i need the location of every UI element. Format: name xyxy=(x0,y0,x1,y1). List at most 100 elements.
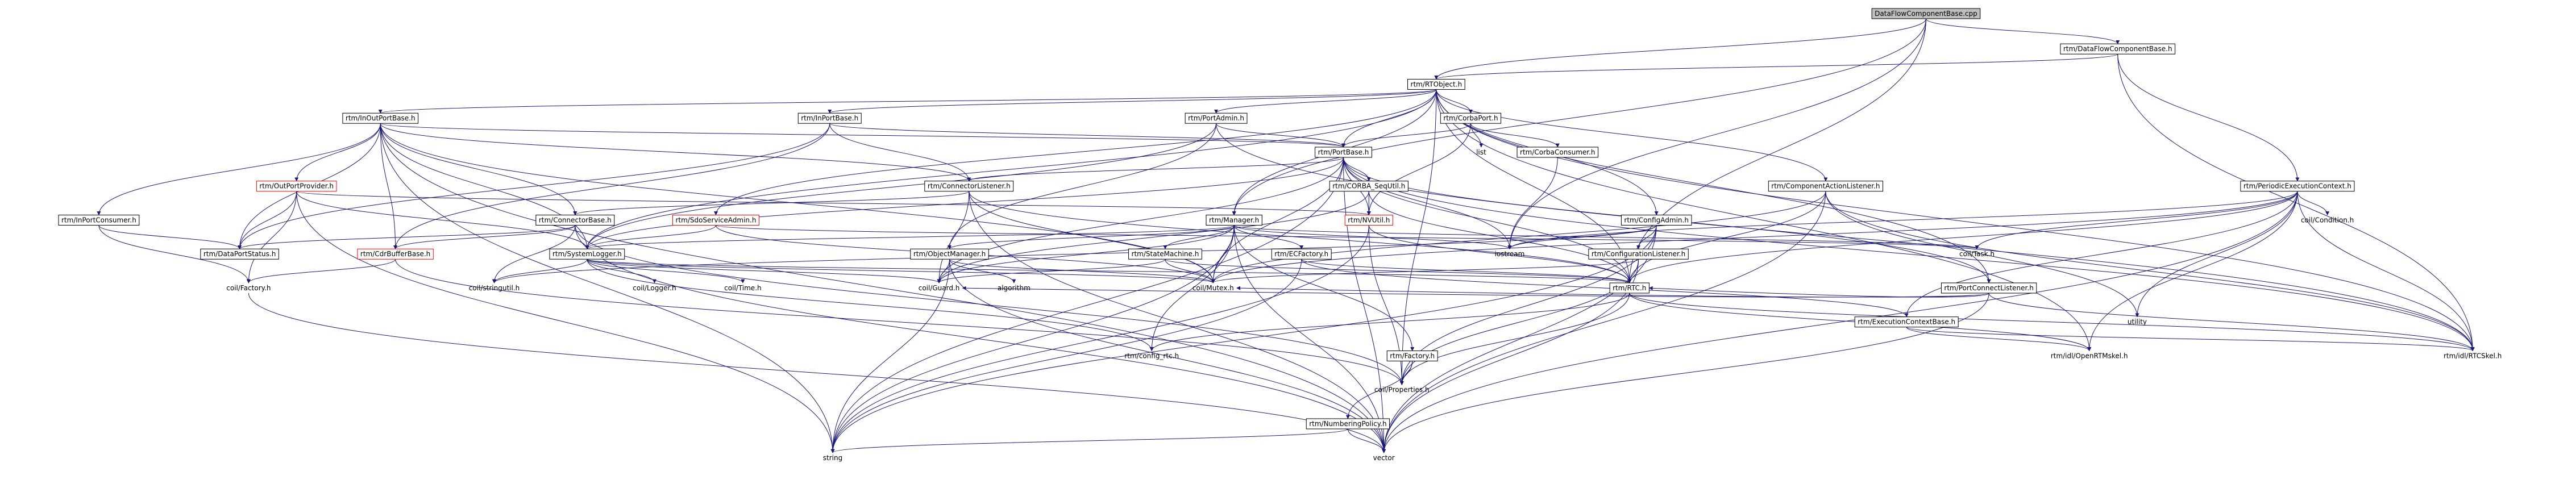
edge-portadmin-to-objectmanager xyxy=(948,123,1217,249)
node-manager[interactable]: rtm/Manager.h xyxy=(1206,214,1262,226)
edge-ecfactory-to-ecbase xyxy=(1301,259,1909,318)
node-openrthal: rtm/idl/OpenRTMskel.h xyxy=(2051,352,2128,360)
node-dfcb-h[interactable]: rtm/DataFlowComponentBase.h xyxy=(2060,43,2176,55)
node-box xyxy=(1941,282,2037,294)
node-box xyxy=(1516,147,1599,158)
node-label: rtm/NumberingPolicy.h xyxy=(1309,420,1386,428)
edge-periodicec-to-vector xyxy=(1382,191,2298,453)
node-portconnectlistener[interactable]: rtm/PortConnectListener.h xyxy=(1941,282,2037,294)
node-ecbase[interactable]: rtm/ExecutionContextBase.h xyxy=(1854,316,1959,328)
node-componentactionlistener[interactable]: rtm/ComponentActionListener.h xyxy=(1768,181,1884,192)
node-label: rtm/SystemLogger.h xyxy=(552,250,622,258)
node-coil-guard: coil/Guard.h xyxy=(919,284,960,292)
edge-corbaport-to-portbase xyxy=(1341,123,1471,148)
edge-connectorbase-to-vector xyxy=(575,225,1386,453)
node-label: rtm/config_rtc.h xyxy=(1124,352,1179,360)
edge-inoutportbase-to-inportconsumer xyxy=(97,123,381,216)
edge-coil_factory-to-vector xyxy=(248,293,1386,453)
edge-rtm_rtc-to-config_rtc xyxy=(1149,293,1630,352)
edge-manager-to-objectmanager xyxy=(948,225,1235,249)
edge-portbase-to-rtm_rtc xyxy=(1343,157,1632,283)
node-label: coil/Logger.h xyxy=(633,284,676,292)
node-periodicec[interactable]: rtm/PeriodicExecutionContext.h xyxy=(2240,181,2355,192)
edge-periodicec-to-utility xyxy=(2135,191,2298,318)
node-rtm-factory[interactable]: rtm/Factory.h xyxy=(1386,350,1438,361)
node-label: utility xyxy=(2128,318,2147,326)
edge-rtobject-to-rtcskel xyxy=(1436,89,2475,352)
edge-configlistener-to-coil_mutex xyxy=(1211,258,1639,283)
node-inoutportbase[interactable]: rtm/InOutPortBase.h xyxy=(342,112,419,124)
node-corbaconsumer[interactable]: rtm/CorbaConsumer.h xyxy=(1516,147,1599,158)
edge-corbaport-to-corbaconsumer xyxy=(1470,123,1560,148)
node-connectorlistener[interactable]: rtm/ConnectorListener.h xyxy=(924,181,1014,192)
node-string: string xyxy=(823,454,842,462)
node-label: iostream xyxy=(1495,250,1525,258)
node-label: rtm/ConfigurationListener.h xyxy=(1592,250,1685,258)
edge-inoutportbase-to-cdrbufferbase xyxy=(380,123,398,249)
edge-manager-to-coil_task xyxy=(1233,225,1979,249)
node-box xyxy=(200,248,279,260)
node-inportconsumer[interactable]: rtm/InPortConsumer.h xyxy=(58,214,140,226)
node-ecfactory[interactable]: rtm/ECFactory.h xyxy=(1271,248,1332,260)
node-statemachine[interactable]: rtm/StateMachine.h xyxy=(1128,248,1202,260)
node-label: rtm/ExecutionContextBase.h xyxy=(1858,318,1955,326)
node-connectorbase[interactable]: rtm/ConnectorBase.h xyxy=(535,214,615,226)
node-outportprovider[interactable]: rtm/OutPortProvider.h xyxy=(256,181,337,192)
edge-connectorbase-to-dataportstatus xyxy=(238,225,576,249)
edge-inoutportbase-to-portbase xyxy=(380,123,1345,148)
edge-systemlogger-to-coil_mutex xyxy=(587,258,1215,283)
edge-componentactionlistener-to-vector xyxy=(1382,191,1826,453)
node-inportbase[interactable]: rtm/InPortBase.h xyxy=(797,112,862,124)
node-configadmin[interactable]: rtm/ConfigAdmin.h xyxy=(1621,214,1692,226)
node-list: list xyxy=(1476,148,1486,156)
dependency-edges xyxy=(97,18,2475,453)
edge-nvutil-to-rtm_rtc xyxy=(1368,225,1632,283)
edge-rtm_factory-to-coil_properties xyxy=(1399,361,1413,385)
edge-dfcb_cpp-to-dfcb_h xyxy=(1925,18,2120,44)
node-rtcskel: rtm/idl/RTCSkel.h xyxy=(2444,352,2502,360)
edge-portconnectlistener-to-rtcskel xyxy=(1988,293,2475,352)
node-coil-condition: coil/Condition.h xyxy=(2301,216,2354,224)
node-dfcb-cpp[interactable]: DataFlowComponentBase.cpp xyxy=(1871,8,1981,19)
node-corbaport[interactable]: rtm/CorbaPort.h xyxy=(1440,112,1502,124)
node-corba-sequtil[interactable]: rtm/CORBA_SeqUtil.h xyxy=(1329,181,1409,192)
edge-cdrbufferbase-to-coil_properties xyxy=(395,259,1404,385)
node-objectmanager[interactable]: rtm/ObjectManager.h xyxy=(910,248,989,260)
edge-componentactionlistener-to-rtm_rtc xyxy=(1627,191,1826,283)
node-dataportstatus[interactable]: rtm/DataPortStatus.h xyxy=(200,248,279,260)
node-label: coil/Mutex.h xyxy=(1193,284,1234,292)
node-portbase[interactable]: rtm/PortBase.h xyxy=(1315,147,1372,158)
node-box xyxy=(1854,316,1959,328)
node-rtm-rtc[interactable]: rtm/RTC.h xyxy=(1609,282,1650,294)
edge-ecfactory-to-rtm_rtc xyxy=(1301,258,1632,283)
edge-dfcb_cpp-to-rtm_rtc xyxy=(1627,18,1926,283)
node-rtobject[interactable]: rtm/RTObject.h xyxy=(1407,78,1465,90)
edge-rtobject-to-openrthal xyxy=(1436,89,2092,352)
node-label: DataFlowComponentBase.cpp xyxy=(1875,10,1977,18)
edge-ecbase-to-rtcskel xyxy=(1906,327,2475,352)
node-systemlogger[interactable]: rtm/SystemLogger.h xyxy=(549,248,625,260)
edge-manager-to-config_rtc xyxy=(1149,225,1235,352)
node-label: rtm/PortBase.h xyxy=(1318,148,1369,156)
node-coil-logger: coil/Logger.h xyxy=(633,284,676,292)
node-label: rtm/DataFlowComponentBase.h xyxy=(2063,45,2172,53)
node-cdrbufferbase[interactable]: rtm/CdrBufferBase.h xyxy=(357,248,434,260)
edge-periodicec-to-rtcskel xyxy=(2297,191,2475,352)
edge-statemachine-to-coil_guard xyxy=(937,258,1166,283)
node-numberingpolicy[interactable]: rtm/NumberingPolicy.h xyxy=(1306,418,1390,429)
edge-corba_sequtil-to-rtm_rtc xyxy=(1368,191,1632,283)
node-box xyxy=(1206,214,1262,226)
edge-inportbase-to-connectorlistener xyxy=(829,123,971,182)
node-nvutil[interactable]: rtm/NVUtil.h xyxy=(1344,214,1393,226)
edge-portadmin-to-rtcskel xyxy=(1216,123,2475,352)
edge-inoutportbase-to-connectorlistener xyxy=(380,123,971,182)
node-sdoserviceadmin[interactable]: rtm/SdoServiceAdmin.h xyxy=(672,214,759,226)
edge-connectorlistener-to-coil_guard xyxy=(937,191,970,283)
node-label: rtm/idl/OpenRTMskel.h xyxy=(2051,352,2128,360)
node-vector: vector xyxy=(1373,454,1395,462)
node-label: rtm/CorbaConsumer.h xyxy=(1520,148,1596,156)
node-portadmin[interactable]: rtm/PortAdmin.h xyxy=(1185,112,1248,124)
node-configlistener[interactable]: rtm/ConfigurationListener.h xyxy=(1588,248,1689,260)
node-label: rtm/ComponentActionListener.h xyxy=(1771,182,1880,190)
node-label: rtm/ConnectorBase.h xyxy=(539,216,612,224)
